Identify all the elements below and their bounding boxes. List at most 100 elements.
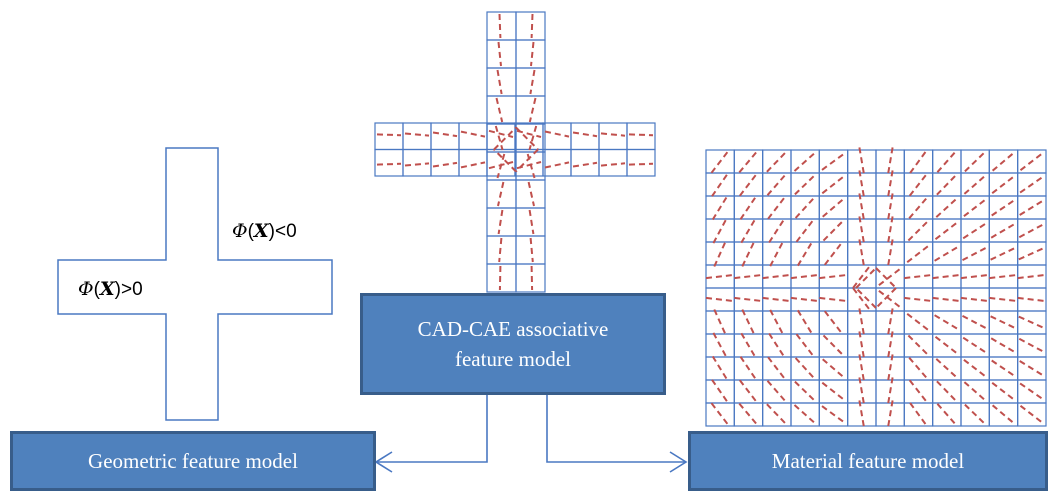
- material-direction-line: [1018, 222, 1045, 239]
- material-direction-line: [794, 196, 816, 219]
- material-direction-line: [741, 309, 756, 336]
- material-direction-line: [711, 355, 729, 382]
- cross-direction-line: [488, 161, 514, 170]
- cross-direction-line: [497, 41, 502, 67]
- material-direction-line: [1017, 296, 1047, 303]
- cross-direction-line: [495, 97, 504, 123]
- material-direction-line: [738, 149, 759, 174]
- material-direction-line: [1018, 337, 1045, 354]
- material-direction-line: [878, 290, 903, 309]
- cross-mesh-cell: [486, 11, 517, 41]
- material-direction-line: [991, 151, 1016, 172]
- material-direction-line: [824, 241, 843, 266]
- material-direction-line: [711, 379, 730, 404]
- cross-direction-line: [432, 161, 458, 168]
- material-direction-line: [935, 358, 959, 379]
- cross-direction-line: [460, 130, 486, 138]
- cross-mesh-cell: [515, 263, 546, 293]
- material-direction-line: [766, 403, 788, 426]
- material-direction-line: [793, 151, 817, 172]
- material-direction-line: [858, 331, 866, 360]
- material-direction-line: [790, 296, 820, 303]
- material-direction-line: [769, 309, 785, 336]
- material-direction-line: [886, 354, 894, 383]
- material-direction-line: [991, 404, 1016, 425]
- material-direction-line: [739, 356, 758, 381]
- material-direction-line: [766, 380, 787, 403]
- material-direction-line: [740, 217, 757, 244]
- material-direction-line: [934, 245, 960, 262]
- material-direction-line: [886, 400, 894, 429]
- variable-x: X: [253, 220, 269, 242]
- material-direction-line: [741, 240, 756, 267]
- cross-direction-line: [376, 133, 402, 137]
- material-direction-line: [1019, 405, 1044, 424]
- material-direction-line: [796, 309, 814, 336]
- material-direction-line: [962, 315, 989, 330]
- cross-direction-line: [529, 69, 536, 95]
- material-direction-line: [989, 273, 1018, 280]
- material-direction-line: [886, 216, 894, 245]
- paren-close: ): [114, 279, 121, 300]
- material-direction-line: [991, 382, 1016, 401]
- material-direction-line: [822, 197, 845, 218]
- material-direction-line: [1019, 360, 1045, 377]
- cross-direction-line: [544, 130, 570, 138]
- material-direction-line: [936, 173, 958, 196]
- material-direction-line: [713, 309, 727, 336]
- material-square-mesh: [705, 149, 1047, 427]
- material-direction-line: [934, 314, 960, 331]
- cross-direction-line: [494, 125, 504, 151]
- material-direction-line: [886, 239, 894, 268]
- cross-mesh-cell: [626, 122, 656, 151]
- material-direction-line: [712, 332, 728, 359]
- relation-text: <0: [274, 221, 297, 242]
- material-direction-line: [794, 173, 817, 196]
- phi-symbol: Φ: [78, 278, 94, 300]
- material-direction-line: [766, 150, 788, 173]
- material-direction-line: [904, 296, 933, 303]
- material-direction-line: [991, 359, 1016, 378]
- cross-direction-line: [600, 132, 626, 137]
- material-direction-line: [768, 332, 786, 359]
- material-direction-line: [762, 273, 792, 280]
- cross-mesh-cell: [374, 148, 404, 177]
- cross-direction-line: [497, 209, 504, 235]
- cross-mesh: [374, 11, 656, 293]
- material-direction-line: [769, 240, 785, 267]
- arrow-to-geometric: [374, 394, 488, 473]
- material-direction-line: [962, 246, 989, 261]
- material-direction-line: [852, 287, 872, 312]
- material-direction-line: [739, 195, 758, 220]
- paren-open: (: [93, 279, 100, 300]
- material-direction-line: [821, 381, 846, 402]
- material-direction-line: [886, 147, 894, 176]
- material-direction-line: [734, 296, 763, 303]
- material-direction-line: [908, 357, 929, 380]
- material-direction-line: [819, 296, 848, 303]
- material-direction-line: [824, 310, 843, 335]
- material-direction-line: [886, 331, 894, 360]
- material-direction-line: [907, 219, 930, 242]
- cross-direction-line: [376, 162, 402, 166]
- material-direction-line: [710, 149, 730, 174]
- cross-direction-line: [572, 131, 598, 138]
- cross-direction-line: [600, 162, 626, 167]
- cross-direction-line: [628, 162, 654, 166]
- material-direction-line: [904, 273, 933, 280]
- material-direction-line: [990, 315, 1017, 330]
- material-direction-line: [739, 172, 758, 197]
- material-direction-line: [909, 149, 928, 174]
- material-direction-line: [908, 172, 929, 197]
- material-direction-line: [858, 147, 866, 176]
- material-direction-line: [767, 356, 787, 381]
- material-direction-line: [932, 273, 962, 280]
- material-direction-line: [858, 216, 866, 245]
- material-direction-line: [819, 273, 848, 280]
- material-direction-line: [909, 402, 928, 427]
- material-direction-line: [738, 402, 759, 427]
- cross-direction-line: [528, 97, 537, 123]
- material-direction-line: [858, 400, 866, 429]
- material-direction-line: [858, 354, 866, 383]
- cross-direction-line: [530, 13, 534, 39]
